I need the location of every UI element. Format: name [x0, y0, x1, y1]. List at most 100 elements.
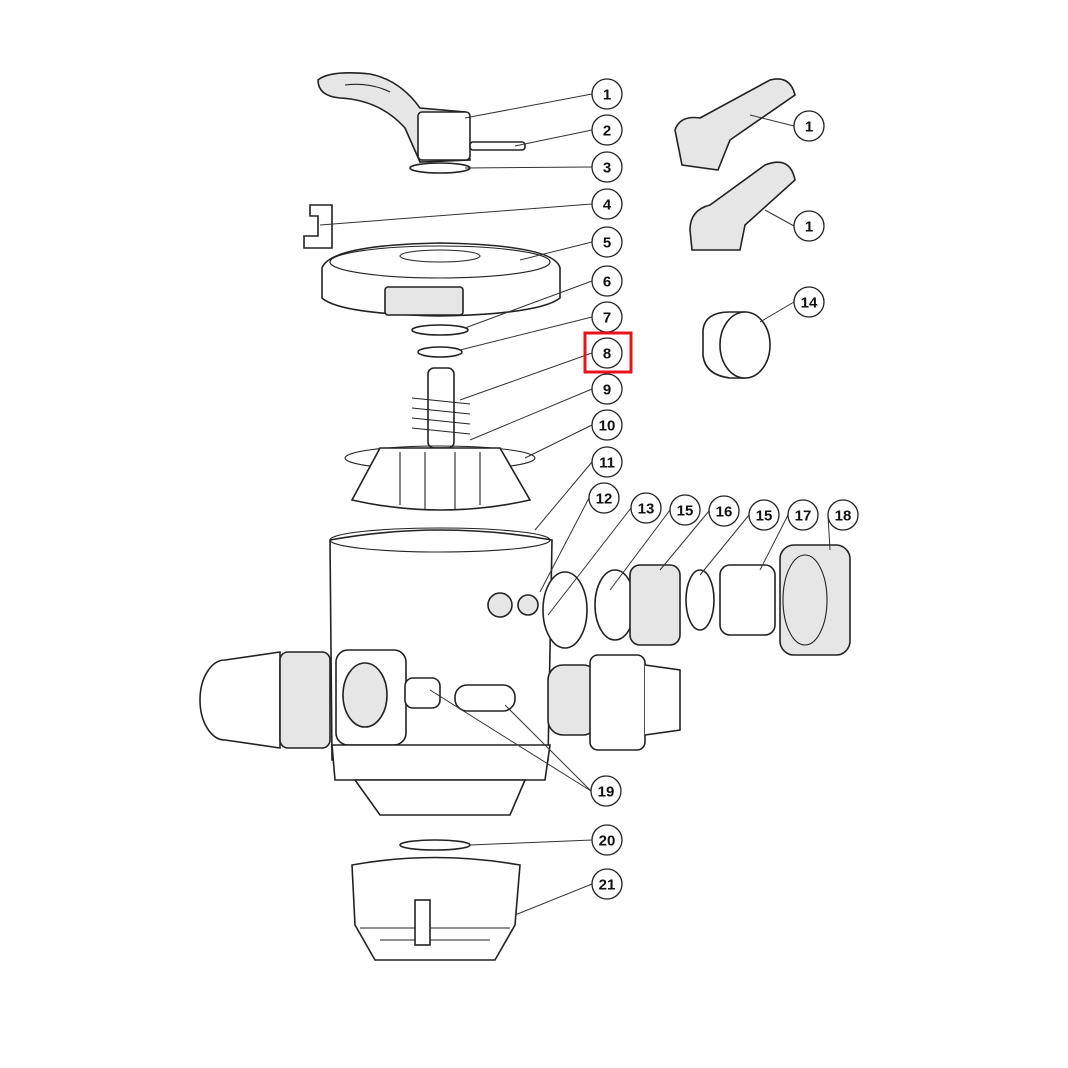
callout-label: 6 — [603, 274, 611, 291]
pin-part — [469, 141, 526, 151]
strainer-part — [351, 856, 521, 961]
callout-label: 8 — [603, 346, 611, 363]
callout-label: 15 — [677, 503, 694, 520]
leader-line — [827, 514, 831, 551]
leader-line — [699, 514, 750, 576]
leader-line — [514, 883, 593, 916]
callout-17: 17 — [787, 499, 819, 531]
leader-line — [524, 424, 593, 459]
callout-1: 1 — [793, 110, 825, 142]
callout-circle — [591, 868, 623, 900]
right-union-upper-part — [542, 544, 851, 656]
callout-label: 18 — [835, 508, 852, 525]
callout-circle — [591, 265, 623, 297]
callout-circle — [591, 373, 623, 405]
leader-line — [749, 114, 795, 127]
callout-4: 4 — [591, 188, 623, 220]
callout-label: 7 — [603, 310, 611, 327]
callout-label: 1 — [805, 219, 813, 236]
leader-lines — [319, 93, 831, 916]
callout-2: 2 — [591, 114, 623, 146]
callout-label: 14 — [801, 295, 818, 312]
leader-line — [459, 352, 593, 401]
leader-line — [504, 704, 592, 792]
leader-line — [469, 388, 593, 441]
callout-label: 19 — [598, 784, 615, 801]
callout-label: 11 — [599, 455, 615, 472]
callout-circle — [793, 286, 825, 318]
callout-1: 1 — [793, 210, 825, 242]
callout-label: 2 — [603, 123, 611, 140]
cover-part — [321, 242, 561, 317]
leader-line — [464, 280, 593, 329]
leader-line — [319, 203, 593, 226]
callout-circle — [669, 494, 701, 526]
callout-12: 12 — [588, 482, 620, 514]
callout-15: 15 — [669, 494, 701, 526]
callout-circle — [708, 495, 740, 527]
valve-body-part — [329, 527, 553, 816]
callout-label: 20 — [599, 833, 616, 850]
callout-circle — [748, 499, 780, 531]
callout-circle — [591, 78, 623, 110]
callout-16: 16 — [708, 495, 740, 527]
callout-circle — [827, 499, 859, 531]
callout-circle — [787, 499, 819, 531]
callout-20: 20 — [591, 824, 623, 856]
shaft-spring-part — [411, 367, 471, 449]
leader-line — [539, 497, 590, 593]
callout-label: 1 — [603, 87, 611, 104]
callout-circle — [588, 482, 620, 514]
left-union-part — [199, 651, 331, 749]
handle-alt-2-part — [689, 161, 796, 251]
callout-1: 1 — [591, 78, 623, 110]
handle-alt-1-part — [674, 78, 796, 171]
callout-15: 15 — [748, 499, 780, 531]
callout-circle — [591, 188, 623, 220]
leader-line — [464, 166, 593, 169]
leader-line — [764, 209, 795, 227]
callout-5: 5 — [591, 226, 623, 258]
callout-label: 1 — [805, 119, 813, 136]
leader-line — [659, 510, 710, 571]
callout-label: 5 — [603, 235, 611, 252]
leader-line — [547, 507, 632, 616]
callout-circle — [591, 446, 623, 478]
leader-line — [609, 509, 671, 591]
callout-7: 7 — [591, 301, 623, 333]
callout-label: 13 — [638, 501, 655, 518]
callout-circle — [793, 210, 825, 242]
callout-14: 14 — [793, 286, 825, 318]
callout-label: 21 — [599, 877, 616, 894]
callout-circle — [630, 492, 662, 524]
leader-line — [469, 839, 593, 846]
callout-circle — [590, 775, 622, 807]
clip-part — [303, 204, 333, 249]
callout-label: 10 — [599, 418, 616, 435]
callout-13: 13 — [630, 492, 662, 524]
callout-label: 3 — [603, 160, 611, 177]
callout-label: 9 — [603, 382, 611, 399]
leader-line — [429, 689, 592, 792]
callout-circle — [591, 226, 623, 258]
callout-circle — [591, 409, 623, 441]
leader-line — [514, 129, 593, 147]
right-union-lower-part — [547, 654, 681, 751]
leader-line — [464, 93, 593, 119]
callout-8: 8 — [591, 337, 623, 369]
callout-label: 12 — [596, 491, 613, 508]
callout-18: 18 — [827, 499, 859, 531]
callout-19: 19 — [590, 775, 622, 807]
o-ring-6-part — [411, 324, 469, 336]
highlight-box-8 — [583, 331, 633, 374]
callout-circle — [591, 151, 623, 183]
callout-6: 6 — [591, 265, 623, 297]
callout-circle — [591, 824, 623, 856]
leader-line — [459, 316, 593, 351]
callout-9: 9 — [591, 373, 623, 405]
washer-part — [409, 162, 471, 174]
callout-21: 21 — [591, 868, 623, 900]
o-ring-7-part — [417, 346, 463, 358]
